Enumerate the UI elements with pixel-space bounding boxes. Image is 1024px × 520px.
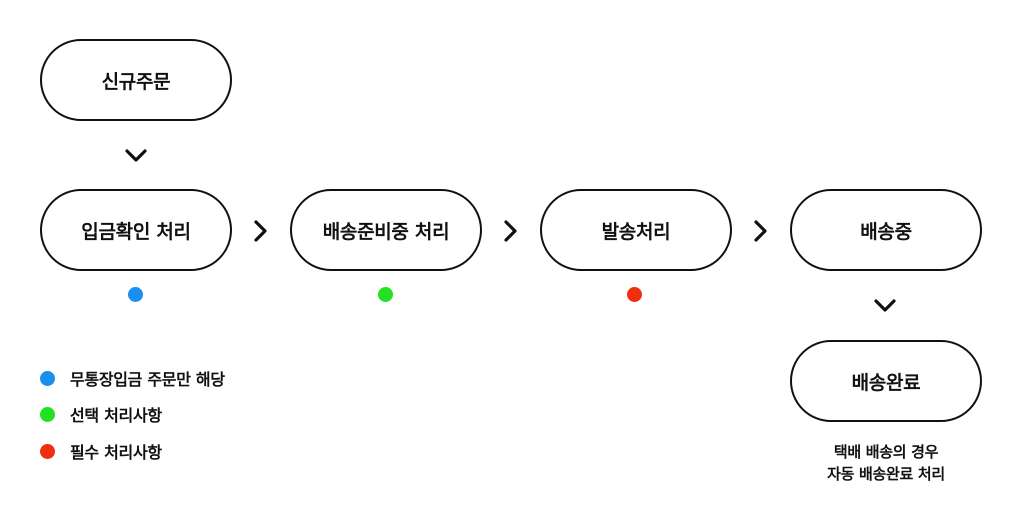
- node-dispatch: 발송처리: [540, 189, 732, 271]
- marker-shipping-prep: [378, 287, 393, 302]
- node-new-order: 신규주문: [40, 39, 232, 121]
- legend-dot: [40, 370, 55, 386]
- node-label: 배송완료: [851, 371, 921, 394]
- node-label: 배송중: [860, 220, 912, 243]
- legend-item: 무통장입금 주문만 해당: [40, 368, 225, 389]
- chevron-down-icon: [872, 293, 898, 319]
- node-label: 배송준비중 처리: [322, 220, 450, 243]
- node-label: 신규주문: [101, 70, 171, 93]
- node-delivered: 배송완료: [790, 340, 982, 422]
- node-in-delivery: 배송중: [790, 189, 982, 271]
- marker-payment-confirm: [128, 287, 143, 302]
- delivery-note: 택배 배송의 경우 자동 배송완료 처리: [790, 441, 982, 485]
- node-label: 입금확인 처리: [81, 220, 191, 243]
- legend-label: 선택 처리사항: [70, 406, 162, 425]
- note-line: 자동 배송완료 처리: [827, 465, 945, 483]
- chevron-right-icon: [747, 218, 773, 244]
- legend-item: 선택 처리사항: [40, 404, 162, 425]
- node-payment-confirm: 입금확인 처리: [40, 189, 232, 271]
- node-label: 발송처리: [601, 220, 671, 243]
- chevron-right-icon: [247, 218, 273, 244]
- node-shipping-prep: 배송준비중 처리: [290, 189, 482, 271]
- legend-dot: [40, 443, 55, 459]
- legend-label: 필수 처리사항: [70, 443, 162, 462]
- legend-dot: [40, 406, 55, 422]
- legend-label: 무통장입금 주문만 해당: [70, 370, 225, 389]
- marker-dispatch: [627, 287, 642, 302]
- note-line: 택배 배송의 경우: [833, 443, 939, 461]
- chevron-right-icon: [497, 218, 523, 244]
- legend-item: 필수 처리사항: [40, 441, 162, 462]
- chevron-down-icon: [123, 143, 149, 169]
